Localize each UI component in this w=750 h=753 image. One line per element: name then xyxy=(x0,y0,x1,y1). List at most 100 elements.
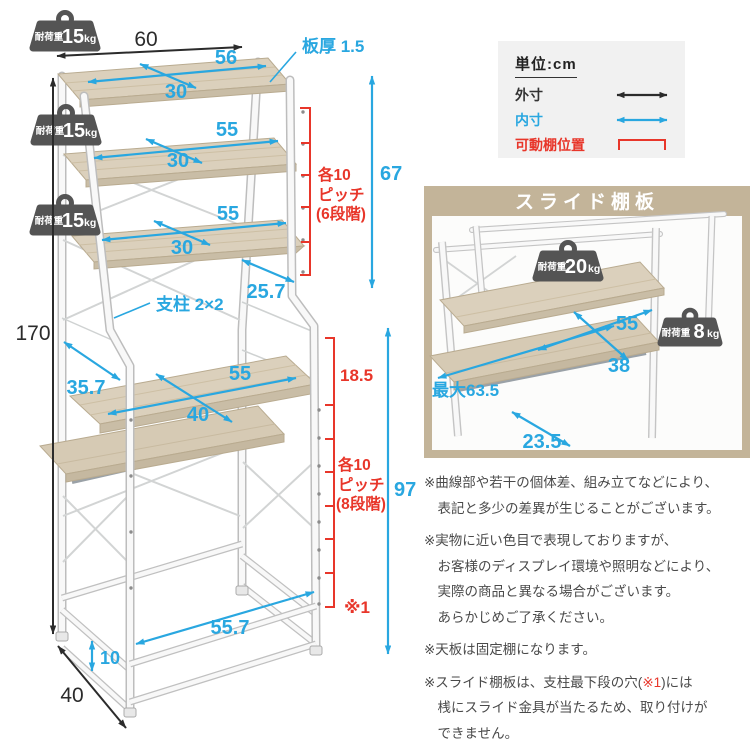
leader-lines xyxy=(113,51,297,319)
weight-icon-8kg: 耐荷重 8 kg xyxy=(657,307,723,347)
upper-pitch-line3: (6段階) xyxy=(316,204,366,223)
weight-unit: kg xyxy=(707,328,719,340)
dim-top-inner-depth: 30 xyxy=(165,81,187,103)
note-line: できません。 xyxy=(437,725,519,741)
note-line: 実際の商品と異なる場合がございます。 xyxy=(437,584,680,599)
upper-pitch-bracket xyxy=(300,107,311,276)
arrow-inset-max-slide xyxy=(437,324,615,380)
arrow-lower-left-gap xyxy=(63,341,121,381)
weight-value: 8 xyxy=(693,321,704,343)
weight-value: 15 xyxy=(62,210,84,232)
inner-arrow-icon xyxy=(616,116,668,124)
note-line: ※曲線部や若干の個体差、組み立てなどにより、 xyxy=(424,475,719,490)
dim-table-top-gap: 18.5 xyxy=(340,366,373,385)
note-ref-1: ※1 xyxy=(344,598,370,617)
slide-shelf xyxy=(39,405,285,484)
outer-dimensions xyxy=(49,44,243,729)
dim-shelf3-depth: 30 xyxy=(171,237,193,259)
note-3: ※天板は固定棚になります。 xyxy=(424,637,748,663)
upper-pitch-line1: 各10 xyxy=(317,165,351,184)
note-4: ※スライド棚板は、支柱最下段の穴(※1)には 桟にスライド金具が当たるため、取り… xyxy=(424,670,748,747)
dim-top-inner-width: 56 xyxy=(215,47,237,69)
legend-inner-label: 内寸 xyxy=(515,112,543,128)
arrow-inset-front-gap xyxy=(511,411,571,447)
label-board-thickness: 板厚 1.5 xyxy=(302,36,364,56)
weight-icon-20kg: 耐荷重 20 kg xyxy=(532,240,604,282)
note-ref-red: ※1 xyxy=(642,674,662,690)
note-text: ※スライド棚板は、支柱最下段の穴( xyxy=(424,674,643,690)
legend-row-movable: 可動棚位置 xyxy=(515,137,671,153)
arrow-outer-depth xyxy=(57,645,127,729)
dim-inset-max-slide: 最大63.5 xyxy=(432,380,499,400)
weight-icon-15kg-top: 耐荷重 15 kg xyxy=(29,10,101,52)
dim-shelf2-width: 55 xyxy=(216,119,238,141)
arrow-shelf3-depth xyxy=(153,219,211,247)
weight-label: 耐荷重 xyxy=(662,327,691,339)
dim-table-depth: 40 xyxy=(187,404,209,426)
upper-pitch-line2: ピッチ xyxy=(318,186,365,204)
note-1: ※曲線部や若干の個体差、組み立てなどにより、 表記と多少の差異が生じることがござ… xyxy=(424,470,748,521)
dim-bottom-inner-width: 55.7 xyxy=(211,617,250,639)
leader-pole-size xyxy=(113,302,151,319)
dim-shelf2-depth: 30 xyxy=(167,150,189,172)
dim-table-width: 55 xyxy=(229,363,251,385)
notes-section: ※曲線部や若干の個体差、組み立てなどにより、 表記と多少の差異が生じることがござ… xyxy=(424,470,748,753)
weight-unit: kg xyxy=(588,263,600,275)
lower-pitch-line1: 各10 xyxy=(337,455,371,474)
inset-arrows xyxy=(437,308,653,447)
legend-box: 単位:cm 外寸 内寸 可動棚位置 xyxy=(498,41,685,158)
arrow-upper-depth-gap xyxy=(241,258,295,284)
dim-inset-front-gap: 23.5 xyxy=(523,431,562,453)
arrow-shelf2-depth xyxy=(145,137,203,165)
note-line: ※スライド棚板は、支柱最下段の穴(※1)には xyxy=(424,675,693,690)
dim-lower-left-gap: 35.7 xyxy=(67,377,106,399)
arrow-top-inner-depth xyxy=(139,62,197,90)
note-line: 桟にスライド金具が当たるため、取り付けが xyxy=(437,700,708,715)
weight-unit: kg xyxy=(84,33,96,45)
weight-value: 15 xyxy=(63,120,85,142)
dim-lower-inner-height: 97 xyxy=(394,479,416,501)
inner-dimension-arrows xyxy=(63,62,392,672)
dim-outer-height: 170 xyxy=(15,322,50,345)
weight-label: 耐荷重 xyxy=(35,31,64,43)
note-text: )には xyxy=(661,674,693,690)
dim-inset-width: 55 xyxy=(616,313,638,335)
weight-label: 耐荷重 xyxy=(35,215,64,227)
arrow-outer-width xyxy=(56,44,243,59)
legend-movable-label: 可動棚位置 xyxy=(515,137,585,153)
note-2: ※実物に近い色目で表現しておりますが、 お客様のディスプレイ環境や照明などにより… xyxy=(424,528,748,630)
outer-arrow-icon xyxy=(616,91,668,99)
label-pole-size: 支柱 2×2 xyxy=(156,294,224,314)
arrow-bottom-inner-width xyxy=(135,590,315,646)
weight-unit: kg xyxy=(84,217,96,229)
note-line: お客様のディスプレイ環境や照明などにより、 xyxy=(437,558,720,574)
weight-label: 耐荷重 xyxy=(36,125,65,137)
dim-bottom-bar-height: 10 xyxy=(100,648,120,668)
weight-icon-15kg-low: 耐荷重 15 kg xyxy=(29,194,101,236)
inset-title: スライド棚板 xyxy=(515,190,659,213)
slide-shelf-inset: スライド棚板 耐荷重 20 kg xyxy=(424,186,750,458)
legend-outer-label: 外寸 xyxy=(515,87,543,103)
pole-holes xyxy=(129,110,321,606)
lower-pitch-bracket xyxy=(325,337,335,608)
inset-rack xyxy=(433,211,727,439)
dim-shelf3-width: 55 xyxy=(217,203,239,225)
weight-unit: kg xyxy=(85,127,97,139)
arrow-table-depth xyxy=(155,373,233,423)
lower-pitch-line2: ピッチ xyxy=(338,476,385,494)
dim-upper-depth-gap: 25.7 xyxy=(247,281,286,303)
dim-upper-inner-height: 67 xyxy=(380,163,402,185)
movable-bracket-icon xyxy=(618,139,666,150)
note-line: ※天板は固定棚になります。 xyxy=(424,642,596,657)
legend-row-inner: 内寸 xyxy=(515,112,671,128)
note-line: 表記と多少の差異が生じることがございます。 xyxy=(437,500,720,516)
rack-diagram: 耐荷重 15 kg 耐荷重 15 kg 耐荷重 15 kg 60 170 40 xyxy=(15,10,416,729)
weight-value: 20 xyxy=(565,256,587,278)
dim-outer-width: 60 xyxy=(134,28,157,51)
dim-outer-depth: 40 xyxy=(60,684,83,707)
note-line: ※実物に近い色目で表現しておりますが、 xyxy=(424,533,678,548)
weight-value: 15 xyxy=(62,26,84,48)
dim-inset-depth: 38 xyxy=(608,355,630,377)
leader-board-thickness xyxy=(269,51,297,83)
